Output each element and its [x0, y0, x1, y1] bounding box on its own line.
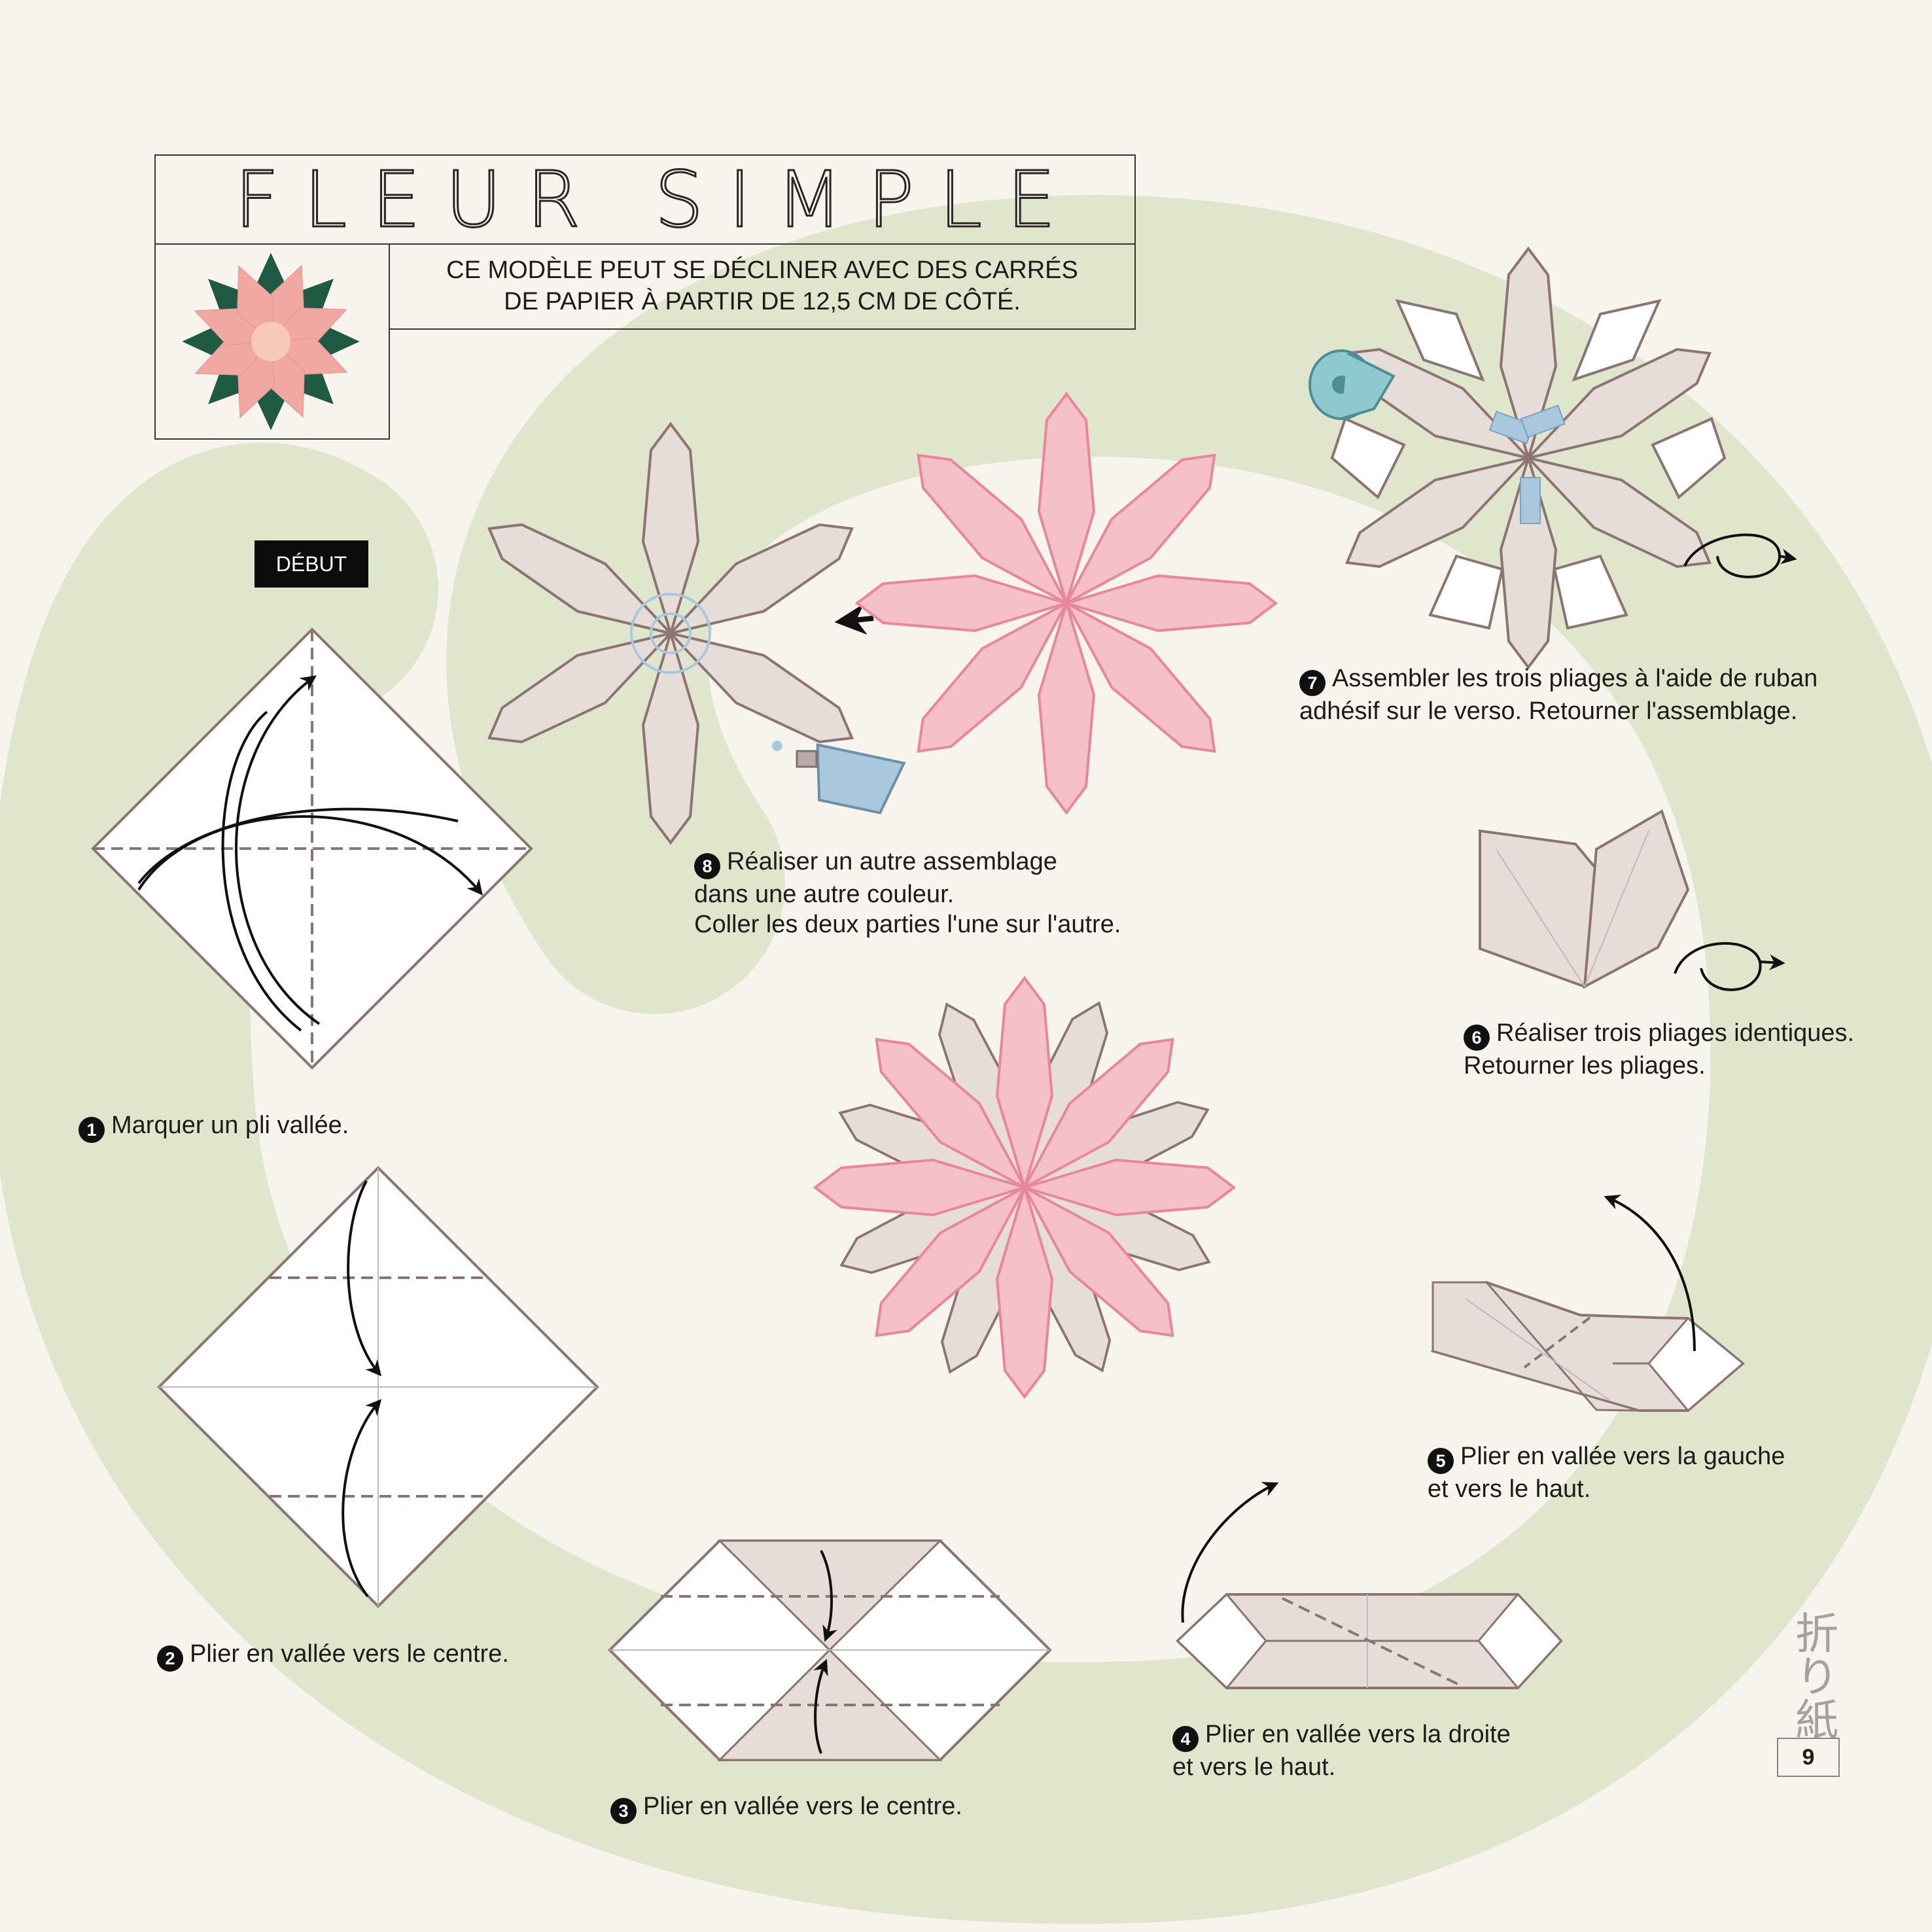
step-number: 5	[1428, 1448, 1454, 1474]
step-text: Marquer un pli vallée.	[111, 1112, 349, 1139]
thumbnail-frame	[154, 243, 390, 440]
step-number: 2	[157, 1645, 183, 1672]
subtitle-line-2: DE PAPIER À PARTIR DE 12,5 CM DE CÔTÉ.	[504, 288, 1021, 315]
step-number: 1	[79, 1117, 105, 1143]
title-box: FLEUR SIMPLE	[154, 154, 1136, 246]
step-text: adhésif sur le verso. Retourner l'assemb…	[1299, 697, 1798, 725]
step-text: Plier en vallée vers la droite	[1205, 1721, 1511, 1748]
step-text: Plier en vallée vers la gauche	[1460, 1443, 1785, 1470]
step-number: 6	[1464, 1025, 1490, 1051]
step-text: et vers le haut.	[1172, 1753, 1336, 1781]
step-8-taupe-flower	[474, 423, 868, 844]
step-3-diagram	[608, 1539, 1052, 1761]
step-text: Réaliser un autre assemblage	[727, 848, 1057, 875]
step-text: Retourner les pliages.	[1464, 1052, 1706, 1080]
step-5-diagram	[1430, 1195, 1746, 1413]
page-title: FLEUR SIMPLE	[234, 154, 1081, 246]
final-flower	[814, 977, 1235, 1398]
green-spiral-path	[0, 195, 1932, 1924]
flip-arrow-icon	[1683, 533, 1797, 578]
step-text: et vers le haut.	[1428, 1475, 1591, 1503]
tape-dispenser-icon	[1308, 349, 1396, 420]
step-text: Réaliser trois pliages identiques.	[1496, 1019, 1855, 1047]
step-2-diagram	[157, 1166, 599, 1608]
glue-tube-icon	[772, 741, 906, 815]
step-number: 7	[1299, 670, 1326, 696]
step-text: Coller les deux parties l'une sur l'autr…	[694, 911, 1121, 938]
step-7-diagram	[1330, 247, 1727, 669]
start-badge: DÉBUT	[255, 540, 368, 588]
step-8-pink-flower	[856, 393, 1277, 814]
step-text: dans une autre couleur.	[694, 881, 955, 908]
origami-kanji-label: 折り紙	[1788, 1611, 1838, 1740]
subtitle-line-1: CE MODÈLE PEUT SE DÉCLINER AVEC DES CARR…	[446, 256, 1078, 284]
step-text: Assembler les trois pliages à l'aide de …	[1332, 665, 1818, 692]
step-text: Plier en vallée vers le centre.	[643, 1793, 962, 1820]
step-number: 4	[1172, 1726, 1199, 1752]
finished-flower-thumbnail	[182, 253, 360, 430]
step-text: Plier en vallée vers le centre.	[190, 1640, 509, 1668]
step-number: 8	[694, 853, 720, 879]
step-6-diagram	[1479, 809, 1785, 991]
step-1-diagram	[91, 627, 533, 1070]
step-4-diagram	[1176, 1482, 1563, 1690]
subtitle-box: CE MODÈLE PEUT SE DÉCLINER AVEC DES CARR…	[389, 243, 1136, 330]
move-arrow-icon	[834, 603, 874, 635]
step-8-caption: 8 Réaliser un autre assemblage dans une a…	[694, 847, 1121, 940]
step-number: 3	[610, 1798, 637, 1824]
page-number: 9	[1777, 1738, 1840, 1777]
step-2-caption: 2 Plier en vallée vers le centre.	[157, 1639, 509, 1672]
